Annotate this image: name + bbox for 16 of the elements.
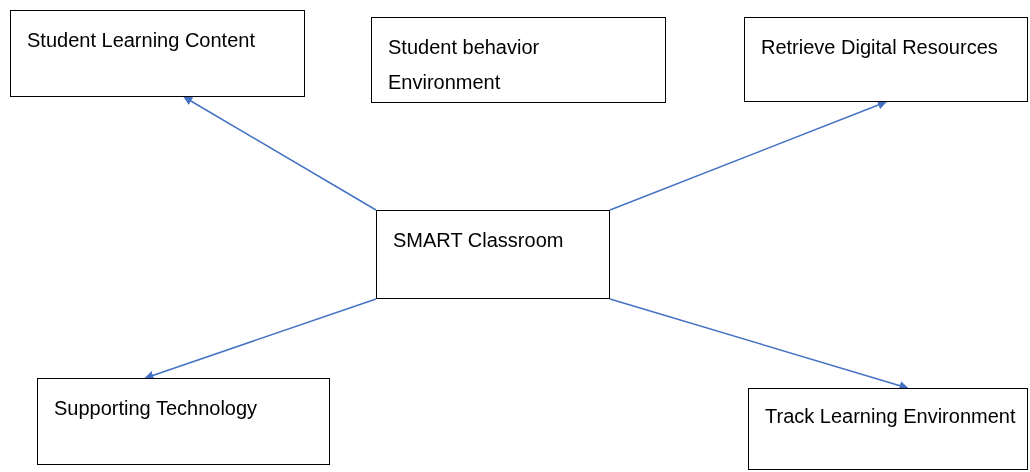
text-box bbox=[748, 388, 1028, 470]
box-label: Retrieve Digital Resources bbox=[761, 35, 999, 60]
text-box bbox=[744, 17, 1028, 102]
box-label: Student Learning Content bbox=[27, 28, 256, 53]
box-label: Student behavior Environment bbox=[388, 35, 541, 95]
box-label: Track Learning Environment bbox=[765, 404, 1017, 429]
arrow bbox=[144, 298, 377, 380]
box-label: Supporting Technology bbox=[54, 396, 259, 421]
text-box bbox=[376, 210, 610, 299]
text-box bbox=[10, 10, 305, 97]
arrow bbox=[609, 298, 909, 390]
box-label: SMART Classroom bbox=[393, 228, 565, 253]
arrow bbox=[609, 100, 887, 211]
text-box bbox=[37, 378, 330, 465]
text-box bbox=[371, 17, 666, 103]
arrow bbox=[183, 96, 377, 211]
